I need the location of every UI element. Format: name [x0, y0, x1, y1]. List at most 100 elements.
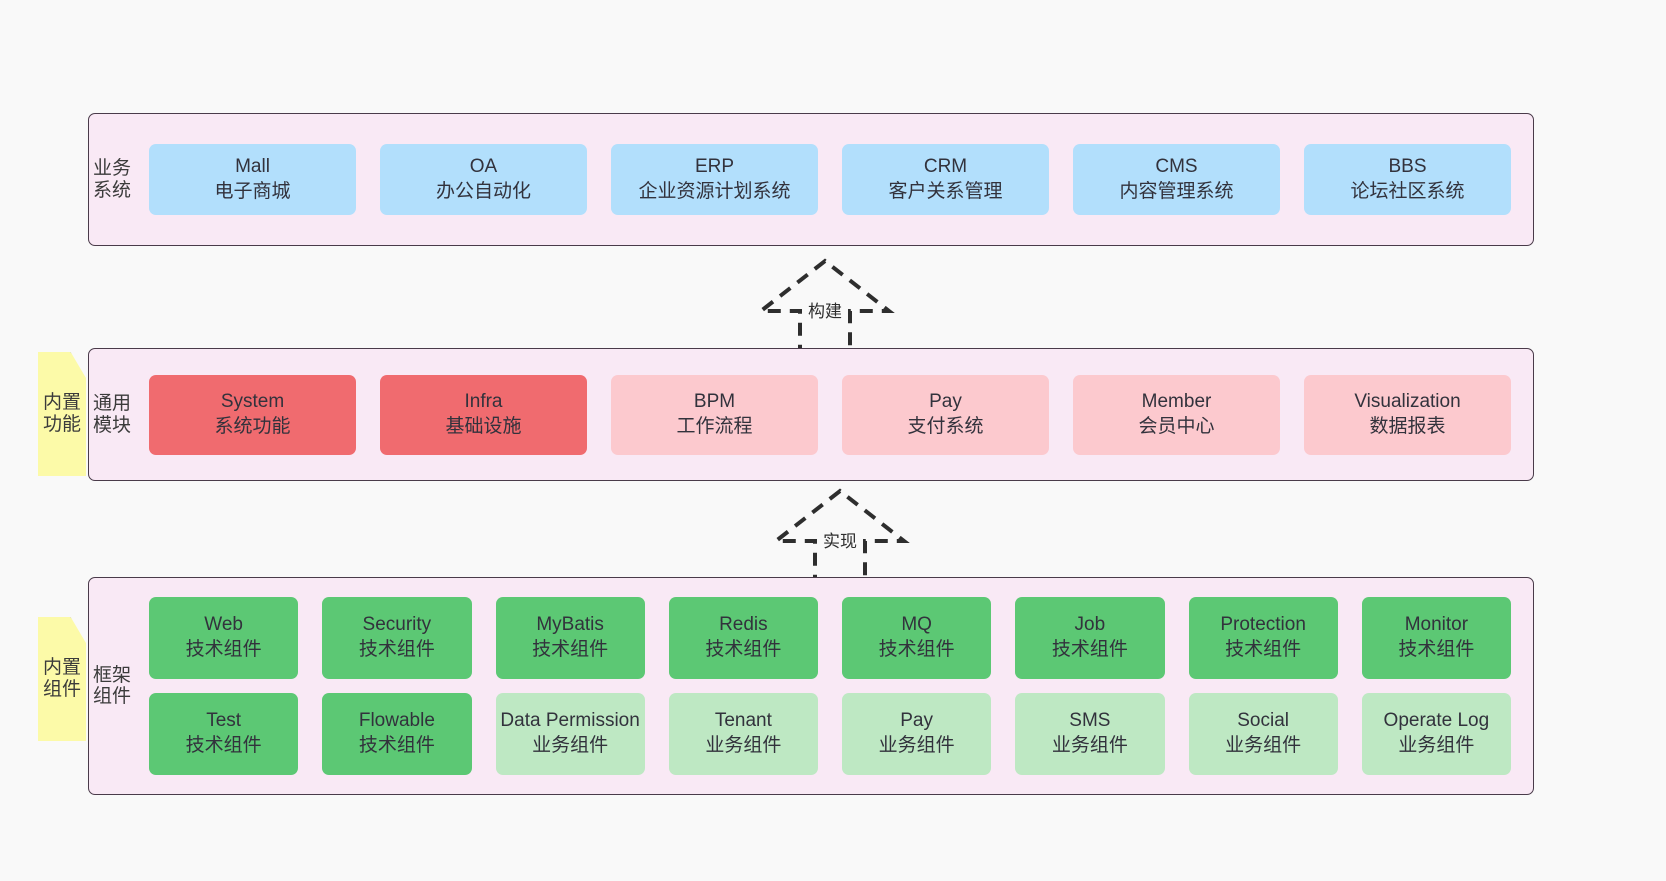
layer-framework-component: 框架组件 Web 技术组件 Security 技术组件 MyBatis 技术组件…	[88, 577, 1534, 795]
card-subtitle: 数据报表	[1369, 415, 1446, 437]
card-monitor[interactable]: Monitor 技术组件	[1361, 597, 1511, 679]
framework-card-grid: Web 技术组件 Security 技术组件 MyBatis 技术组件 Redi…	[135, 578, 1533, 794]
card-web[interactable]: Web 技术组件	[149, 597, 299, 679]
card-subtitle: 系统功能	[214, 415, 291, 437]
card-title: Monitor	[1404, 614, 1469, 636]
layer-common-title: 通用模块	[93, 393, 132, 436]
card-title: Tenant	[714, 710, 772, 732]
layer-common-module: 通用模块 System 系统功能 Infra 基础设施 BPM 工作流程 Pay…	[88, 348, 1534, 481]
connector-label: 实现	[823, 532, 857, 551]
card-subtitle: 技术组件	[358, 735, 435, 756]
card-data-permission[interactable]: Data Permission 业务组件	[495, 693, 645, 775]
card-subtitle: 业务组件	[1398, 735, 1475, 756]
folded-corner-icon	[70, 617, 86, 633]
card-test[interactable]: Test 技术组件	[149, 693, 299, 775]
card-title: Social	[1237, 710, 1289, 732]
layer-framework-title: 框架组件	[93, 664, 132, 707]
card-subtitle: 基础设施	[445, 415, 522, 437]
card-title: Job	[1074, 614, 1106, 636]
card-subtitle: 电子商城	[214, 180, 291, 202]
card-subtitle: 客户关系管理	[888, 180, 1003, 202]
card-mall[interactable]: Mall 电子商城	[149, 144, 356, 215]
card-title: Member	[1141, 390, 1212, 412]
card-erp[interactable]: ERP 企业资源计划系统	[611, 144, 818, 215]
card-flowable[interactable]: Flowable 技术组件	[322, 693, 472, 775]
framework-row-tech: Web 技术组件 Security 技术组件 MyBatis 技术组件 Redi…	[137, 597, 1523, 679]
card-bbs[interactable]: BBS 论坛社区系统	[1304, 144, 1511, 215]
card-subtitle: 业务组件	[705, 735, 782, 756]
card-title: SMS	[1069, 710, 1111, 732]
card-cms[interactable]: CMS 内容管理系统	[1073, 144, 1280, 215]
note-label: 内置组件	[42, 657, 81, 700]
card-mq[interactable]: MQ 技术组件	[842, 597, 992, 679]
card-title: Infra	[464, 390, 503, 412]
card-subtitle: 技术组件	[1398, 639, 1475, 660]
card-crm[interactable]: CRM 客户关系管理	[842, 144, 1049, 215]
card-subtitle: 办公自动化	[435, 180, 531, 202]
note-builtin-component: 内置组件	[38, 617, 86, 741]
framework-row-business: Test 技术组件 Flowable 技术组件 Data Permission …	[137, 693, 1523, 775]
card-subtitle: 技术组件	[532, 639, 609, 660]
card-security[interactable]: Security 技术组件	[322, 597, 472, 679]
card-title: Pay	[929, 390, 962, 412]
card-subtitle: 业务组件	[878, 735, 955, 756]
card-title: Data Permission	[500, 710, 640, 732]
card-tenant[interactable]: Tenant 业务组件	[668, 693, 818, 775]
layer-business-system: 业务系统 Mall 电子商城 OA 办公自动化 ERP 企业资源计划系统 CRM…	[88, 113, 1534, 246]
card-title: Pay	[900, 710, 933, 732]
card-system[interactable]: System 系统功能	[149, 374, 356, 455]
card-title: Redis	[719, 614, 768, 636]
common-card-list: System 系统功能 Infra 基础设施 BPM 工作流程 Pay 支付系统…	[135, 349, 1533, 480]
card-bpm[interactable]: BPM 工作流程	[611, 374, 818, 455]
card-infra[interactable]: Infra 基础设施	[380, 374, 587, 455]
card-subtitle: 支付系统	[907, 415, 984, 437]
card-title: Visualization	[1354, 390, 1461, 412]
card-title: Protection	[1220, 614, 1306, 636]
card-title: Test	[206, 710, 242, 732]
card-subtitle: 会员中心	[1138, 415, 1215, 437]
card-subtitle: 技术组件	[1225, 639, 1302, 660]
card-subtitle: 内容管理系统	[1119, 180, 1234, 202]
card-subtitle: 业务组件	[532, 735, 609, 756]
card-member[interactable]: Member 会员中心	[1073, 374, 1280, 455]
card-pay-module[interactable]: Pay 支付系统	[842, 374, 1049, 455]
card-subtitle: 技术组件	[705, 639, 782, 660]
card-title: OA	[469, 155, 498, 177]
card-job[interactable]: Job 技术组件	[1015, 597, 1165, 679]
card-title: CRM	[923, 155, 968, 177]
card-title: Flowable	[358, 710, 435, 732]
card-title: ERP	[694, 155, 735, 177]
card-title: MyBatis	[536, 614, 604, 636]
business-card-list: Mall 电子商城 OA 办公自动化 ERP 企业资源计划系统 CRM 客户关系…	[135, 114, 1533, 245]
card-subtitle: 技术组件	[878, 639, 955, 660]
connector-label: 构建	[808, 302, 842, 321]
card-subtitle: 业务组件	[1225, 735, 1302, 756]
card-mybatis[interactable]: MyBatis 技术组件	[495, 597, 645, 679]
card-pay-component[interactable]: Pay 业务组件	[842, 693, 992, 775]
connector-implement: 实现	[750, 485, 930, 589]
card-social[interactable]: Social 业务组件	[1188, 693, 1338, 775]
note-label: 内置功能	[42, 392, 81, 435]
card-subtitle: 企业资源计划系统	[638, 180, 791, 202]
card-protection[interactable]: Protection 技术组件	[1188, 597, 1338, 679]
connector-build: 构建	[735, 255, 915, 359]
card-title: Security	[362, 614, 432, 636]
card-subtitle: 技术组件	[185, 735, 262, 756]
note-builtin-function: 内置功能	[38, 352, 86, 476]
card-redis[interactable]: Redis 技术组件	[668, 597, 818, 679]
card-subtitle: 业务组件	[1051, 735, 1128, 756]
card-title: CMS	[1155, 155, 1198, 177]
layer-business-title: 业务系统	[93, 158, 132, 201]
card-title: BPM	[693, 390, 736, 412]
card-subtitle: 技术组件	[358, 639, 435, 660]
card-subtitle: 技术组件	[185, 639, 262, 660]
folded-corner-icon	[70, 352, 86, 368]
card-title: Operate Log	[1383, 710, 1490, 732]
card-operate-log[interactable]: Operate Log 业务组件	[1361, 693, 1511, 775]
card-title: Web	[204, 614, 243, 636]
card-subtitle: 论坛社区系统	[1350, 180, 1465, 202]
card-visualization[interactable]: Visualization 数据报表	[1304, 374, 1511, 455]
card-sms[interactable]: SMS 业务组件	[1015, 693, 1165, 775]
card-oa[interactable]: OA 办公自动化	[380, 144, 587, 215]
card-subtitle: 技术组件	[1051, 639, 1128, 660]
